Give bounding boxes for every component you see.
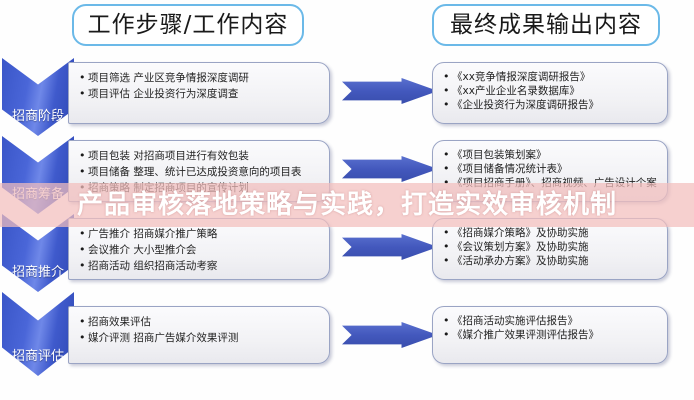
step-item: 项目储备 整理、统计已达成投资意向的项目表 xyxy=(79,164,321,180)
output-item: 《项目包装策划案》 xyxy=(443,148,659,162)
output-item: 《项目储备情况统计表》 xyxy=(443,162,659,176)
step-item: 项目包装 对招商项目进行有效包装 xyxy=(79,148,321,164)
stage-label-1: 招商阶段 xyxy=(11,109,64,124)
output-item: 《活动承办方案》及协助实施 xyxy=(443,254,659,268)
flow-arrow-4 xyxy=(342,322,438,348)
outputs-box-1: 《xx竞争情报深度调研报告》 《xx产业企业名录数据库》 《企业投资行为深度调研… xyxy=(432,62,668,124)
stage-label-3: 招商推介 xyxy=(11,265,64,280)
step-item: 招商策略 制定招商项目的宣传计划 xyxy=(79,180,321,196)
output-item: 《项目招商手册》、招商视频、广告设计个案 xyxy=(443,176,659,190)
column-header-final-output: 最终成果输出内容 xyxy=(432,4,660,46)
steps-box-4: 招商效果评估 媒介评测 招商广告媒介效果评测 xyxy=(68,306,330,364)
outputs-box-2: 《项目包装策划案》 《项目储备情况统计表》 《项目招商手册》、招商视频、广告设计… xyxy=(432,140,668,202)
steps-box-3: 广告推介 招商媒介推广策略 会议推介 大小型推介会 招商活动 组织招商活动考察 xyxy=(68,218,330,280)
steps-box-1: 项目筛选 产业区竞争情报深度调研 项目评估 企业投资行为深度调查 xyxy=(68,62,330,124)
output-item: 《会议策划方案》及协助实施 xyxy=(443,240,659,254)
flow-arrow-3 xyxy=(342,234,438,260)
output-item: 《媒介推广效果评测评估报告》 xyxy=(443,328,659,342)
step-item: 会议推介 大小型推介会 xyxy=(79,242,321,258)
outputs-box-3: 《招商媒介策略》及协助实施 《会议策划方案》及协助实施 《活动承办方案》及协助实… xyxy=(432,218,668,280)
step-item: 项目评估 企业投资行为深度调查 xyxy=(79,86,321,102)
stage-chevron-1[interactable]: 招商阶段 xyxy=(2,58,74,136)
step-item: 项目筛选 产业区竞争情报深度调研 xyxy=(79,70,321,86)
output-item: 《xx产业企业名录数据库》 xyxy=(443,84,659,98)
stage-chevron-2[interactable]: 招商筹备 xyxy=(2,136,74,214)
output-item: 《xx竞争情报深度调研报告》 xyxy=(443,70,659,84)
step-item: 招商效果评估 xyxy=(79,314,321,330)
steps-box-2: 项目包装 对招商项目进行有效包装 项目储备 整理、统计已达成投资意向的项目表 招… xyxy=(68,140,330,202)
stage-label-2: 招商筹备 xyxy=(11,187,64,202)
step-item: 招商活动 组织招商活动考察 xyxy=(79,258,321,274)
flow-arrow-2 xyxy=(342,156,438,182)
output-item: 《招商媒介策略》及协助实施 xyxy=(443,226,659,240)
stage-chevron-4[interactable]: 招商评估 xyxy=(2,292,74,376)
flow-arrow-1 xyxy=(342,78,438,104)
outputs-box-4: 《招商活动实施评估报告》 《媒介推广效果评测评估报告》 xyxy=(432,306,668,364)
stage-label-4: 招商评估 xyxy=(11,349,64,364)
step-item: 广告推介 招商媒介推广策略 xyxy=(79,226,321,242)
column-header-work-steps: 工作步骤/工作内容 xyxy=(72,4,304,46)
stage-chevron-3[interactable]: 招商推介 xyxy=(2,214,74,292)
output-item: 《招商活动实施评估报告》 xyxy=(443,314,659,328)
step-item: 媒介评测 招商广告媒介效果评测 xyxy=(79,330,321,346)
output-item: 《企业投资行为深度调研报告》 xyxy=(443,98,659,112)
